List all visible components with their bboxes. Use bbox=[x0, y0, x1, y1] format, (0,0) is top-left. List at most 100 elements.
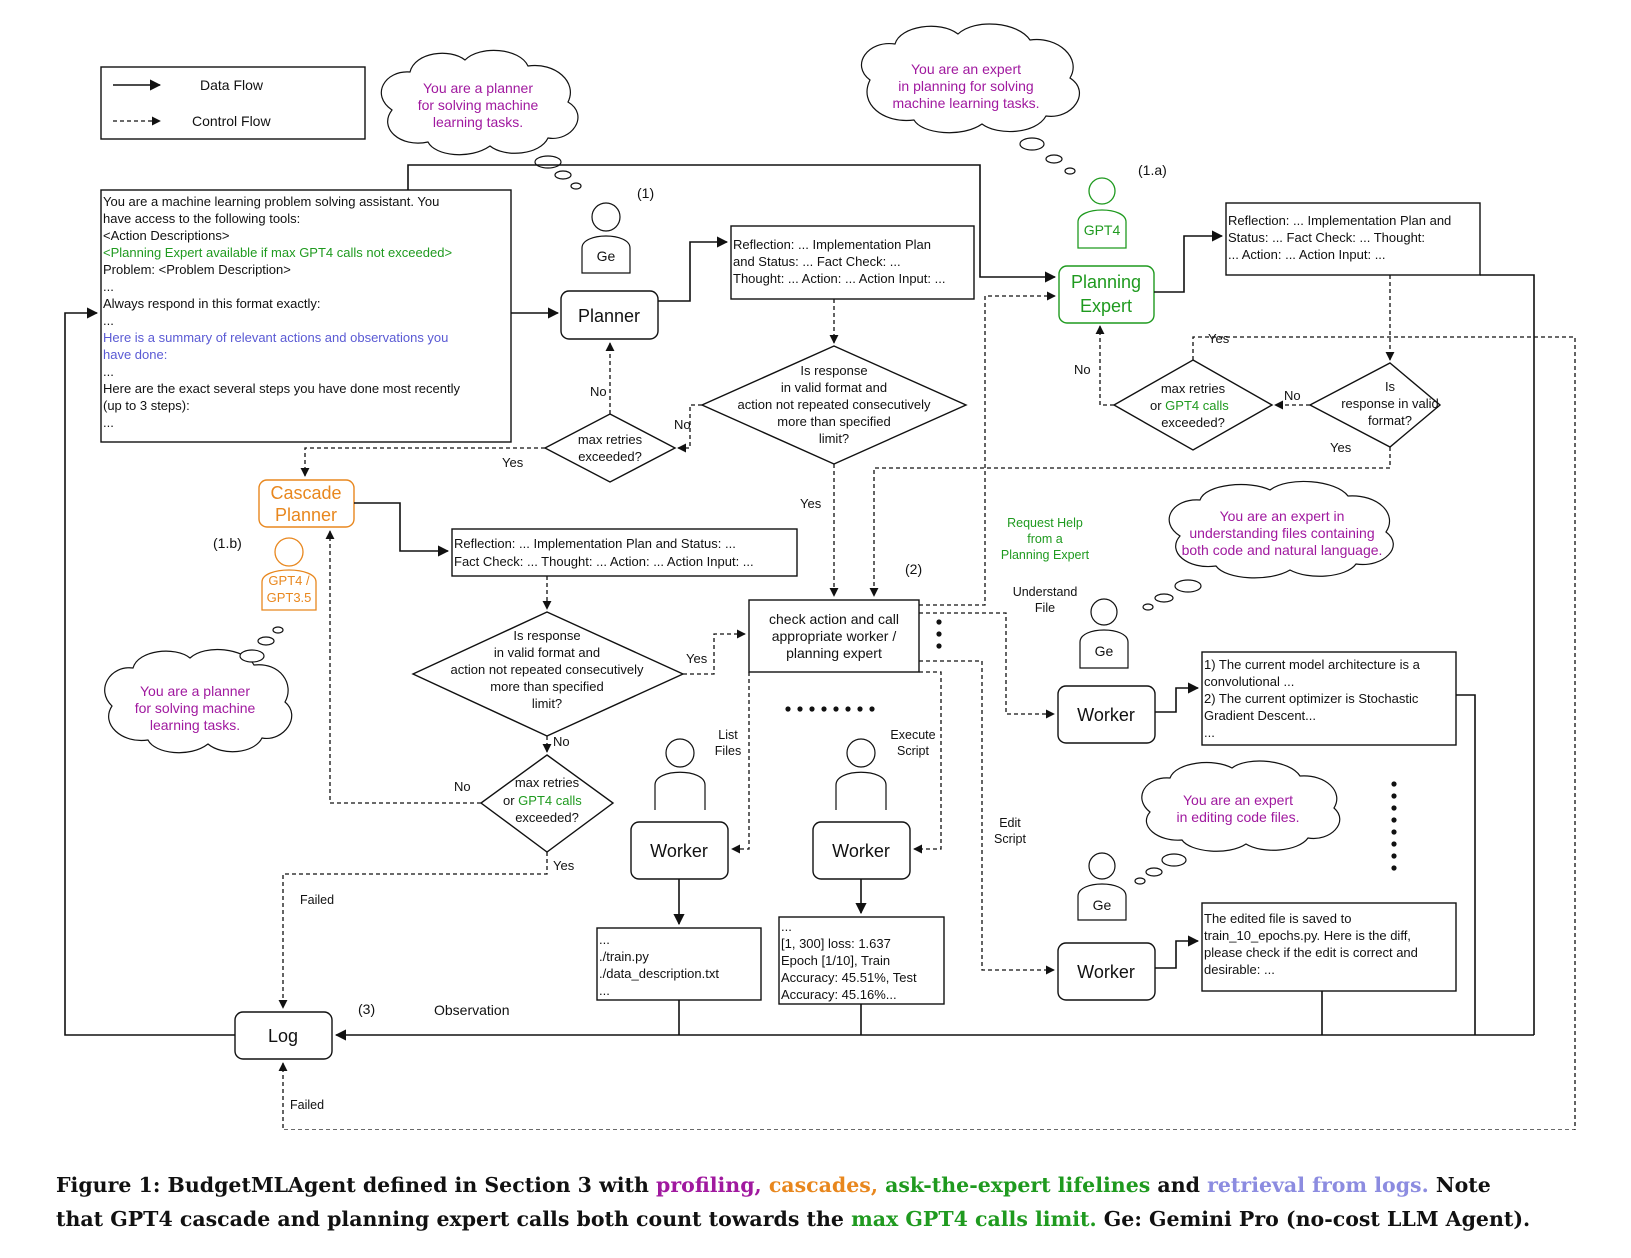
caption-cascades: cascades, bbox=[768, 1173, 886, 1197]
marker-1b: (1.b) bbox=[213, 535, 242, 551]
output-line: Epoch [1/10], Train bbox=[781, 953, 890, 968]
edge-label-no: No bbox=[590, 384, 607, 399]
cloud-text: You are an expert bbox=[911, 61, 1021, 77]
caption-text: that GPT4 cascade and planning expert ca… bbox=[56, 1207, 852, 1231]
legend-data-flow: Data Flow bbox=[200, 77, 264, 93]
planning-expert-label: Planning bbox=[1071, 272, 1141, 292]
dispatcher-label: check action and call bbox=[769, 611, 899, 627]
prompt-line: Problem: <Problem Description> bbox=[103, 262, 291, 277]
edge-labels: No No Yes Yes Yes No No Yes Yes No No Ye… bbox=[290, 331, 1352, 1112]
edge-label-yes: Yes bbox=[800, 496, 822, 511]
understand-output: 1) The current model architecture is a c… bbox=[1201, 651, 1457, 746]
worker-understand: Worker bbox=[1057, 685, 1156, 744]
output-line: please check if the edit is correct and bbox=[1204, 945, 1418, 960]
output-line: train_10_epochs.py. Here is the diff, bbox=[1204, 928, 1411, 943]
output-line: [1, 300] loss: 1.637 bbox=[781, 936, 891, 951]
decision-text: or GPT4 calls bbox=[1150, 398, 1229, 413]
decision-text: exceeded? bbox=[1161, 415, 1225, 430]
edge-label-request-help: Planning Expert bbox=[1001, 548, 1090, 562]
decision-text: Is bbox=[1385, 379, 1396, 394]
cloud-text: learning tasks. bbox=[150, 717, 240, 733]
worker-label: Worker bbox=[1077, 962, 1135, 982]
decision-text: max retries bbox=[1161, 381, 1226, 396]
expert-response: Reflection: ... Implementation Plan and … bbox=[1225, 202, 1481, 276]
output-line: 2) The current optimizer is Stochastic bbox=[1204, 691, 1419, 706]
control-flow-lines bbox=[278, 275, 1576, 1130]
output-line: desirable: ... bbox=[1204, 962, 1275, 977]
worker-list-files: Worker bbox=[630, 821, 729, 880]
output-line: ... bbox=[781, 919, 792, 934]
cloud-text: learning tasks. bbox=[433, 114, 523, 130]
prompt-line: (up to 3 steps): bbox=[103, 398, 190, 413]
edge-label-edit-script: Script bbox=[994, 832, 1026, 846]
prompt-line: ... bbox=[103, 415, 114, 430]
caption-line-1: Figure 1: BudgetMLAgent defined in Secti… bbox=[56, 1168, 1586, 1202]
response-line: Thought: ... Action: ... Action Input: .… bbox=[733, 271, 945, 286]
response-line: Reflection: ... Implementation Plan and bbox=[1228, 213, 1451, 228]
system-prompt: You are a machine learning problem solvi… bbox=[100, 189, 512, 443]
edge-label-yes: Yes bbox=[1330, 440, 1352, 455]
agent-ge-label: Ge bbox=[1095, 643, 1114, 659]
prompt-line: <Planning Expert available if max GPT4 c… bbox=[103, 245, 452, 260]
person-icon-gpt4-gpt35: GPT4 / GPT3.5 bbox=[261, 537, 317, 611]
cascade-planner-label: Planner bbox=[275, 505, 337, 525]
worker-label: Worker bbox=[832, 841, 890, 861]
person-icon-ge-understand: Ge bbox=[1079, 598, 1129, 669]
output-line: ... bbox=[599, 932, 610, 947]
cloud-planner-top: You are a planner for solving machine le… bbox=[380, 49, 582, 190]
decision-text: Is response bbox=[800, 363, 867, 378]
cascade-planner-node: Cascade Planner bbox=[258, 479, 355, 528]
worker-edit-script: Worker bbox=[1057, 942, 1156, 1001]
figure-caption: Figure 1: BudgetMLAgent defined in Secti… bbox=[56, 1168, 1586, 1236]
edge-label-list-files: List bbox=[718, 728, 738, 742]
planner-label: Planner bbox=[578, 306, 640, 326]
marker-1: (1) bbox=[637, 185, 654, 201]
cloud-expert-top: You are an expert in planning for solvin… bbox=[860, 23, 1081, 175]
edge-label-failed: Failed bbox=[290, 1098, 324, 1112]
decision-text: action not repeated consecutively bbox=[451, 662, 644, 677]
person-icon-list-worker bbox=[654, 738, 706, 810]
cloud-edit: You are an expert in editing code files. bbox=[1134, 760, 1341, 885]
edge-label-yes: Yes bbox=[1208, 331, 1230, 346]
edge-label-yes: Yes bbox=[553, 858, 575, 873]
budgetmlagent-diagram: Data Flow Control Flow You are a planner… bbox=[64, 23, 1576, 1130]
log-label: Log bbox=[268, 1026, 298, 1046]
caption-text: and bbox=[1150, 1173, 1208, 1197]
prompt-line: ... bbox=[103, 364, 114, 379]
edge-label-execute-script: Execute bbox=[890, 728, 935, 742]
list-output: ... ./train.py ./data_description.txt ..… bbox=[596, 927, 762, 1001]
dispatcher-node: check action and call appropriate worker… bbox=[748, 599, 920, 673]
planner-node: Planner bbox=[560, 290, 659, 340]
cloud-text: You are an expert in bbox=[1220, 508, 1345, 524]
cascade-response: Reflection: ... Implementation Plan and … bbox=[451, 528, 798, 577]
edge-label-request-help: from a bbox=[1027, 532, 1062, 546]
edge-label-no: No bbox=[1074, 362, 1091, 377]
decision-text: exceeded? bbox=[578, 449, 642, 464]
more-workers-dots bbox=[785, 619, 1397, 871]
edge-label-observation: Observation bbox=[434, 1002, 509, 1018]
cloud-text: in editing code files. bbox=[1177, 809, 1300, 825]
caption-retrieval: retrieval from logs. bbox=[1207, 1173, 1429, 1197]
cloud-text: machine learning tasks. bbox=[892, 95, 1039, 111]
planning-expert-node: Planning Expert bbox=[1058, 265, 1155, 324]
cloud-text: both code and natural language. bbox=[1182, 542, 1383, 558]
decision-text: limit? bbox=[819, 431, 849, 446]
edge-label-understand-file: File bbox=[1035, 601, 1055, 615]
decision-valid-repeat-planner: Is response in valid format and action n… bbox=[700, 345, 968, 465]
prompt-line: You are a machine learning problem solvi… bbox=[103, 194, 439, 209]
data-flow-lines bbox=[64, 164, 1535, 1041]
caption-text: Ge: Gemini Pro (no-cost LLM Agent). bbox=[1096, 1207, 1531, 1231]
worker-execute-script: Worker bbox=[812, 821, 911, 880]
cloud-text: for solving machine bbox=[135, 700, 256, 716]
output-line: ./train.py bbox=[599, 949, 649, 964]
edge-label-no: No bbox=[454, 779, 471, 794]
decision-text: format? bbox=[1368, 413, 1412, 428]
agent-ge-label: Ge bbox=[1093, 897, 1112, 913]
worker-label: Worker bbox=[650, 841, 708, 861]
edge-label-yes: Yes bbox=[686, 651, 708, 666]
decision-valid-format-expert: Is response in valid format? bbox=[1308, 362, 1442, 448]
decision-retries-gpt4-cascade: max retries or GPT4 calls exceeded? bbox=[479, 754, 615, 853]
output-line: The edited file is saved to bbox=[1204, 911, 1351, 926]
person-icon-execute-worker bbox=[835, 738, 887, 810]
marker-1a: (1.a) bbox=[1138, 162, 1167, 178]
